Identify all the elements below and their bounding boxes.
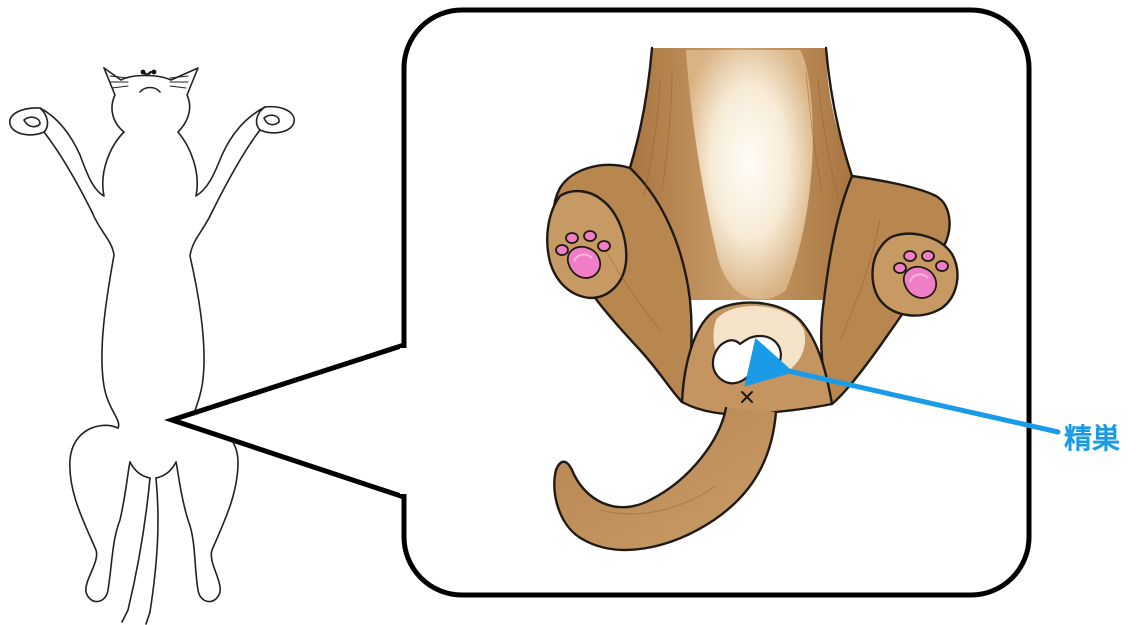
- testicles-shape: [713, 336, 781, 383]
- cat-outline-icon: [10, 68, 294, 624]
- callout-connector: [172, 345, 404, 497]
- callout-join: [400, 348, 410, 494]
- callout-label: 精巣: [1064, 422, 1121, 455]
